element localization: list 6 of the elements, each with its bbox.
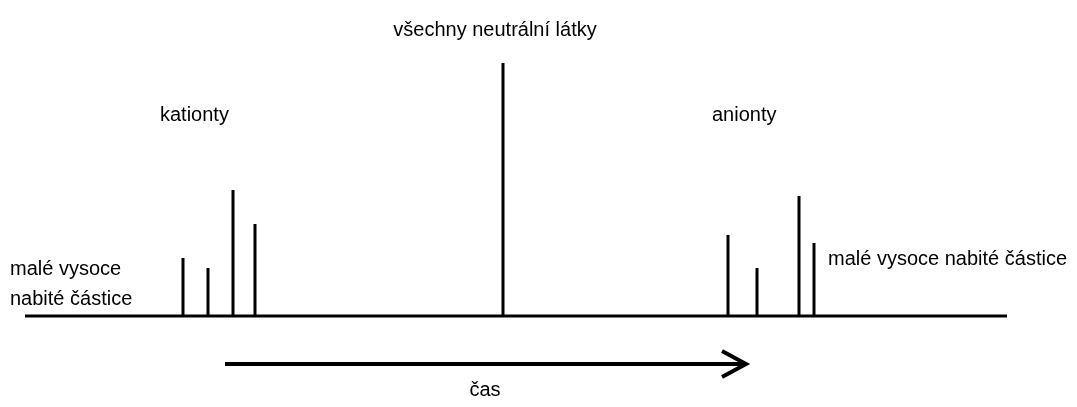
axis-label: čas [468, 377, 502, 402]
peak-label: malé vysoce nabité částice [828, 246, 1068, 271]
peak-label: všechny neutrální látky [392, 17, 598, 42]
peak-label: malé vysoce nabité částice [10, 256, 134, 311]
group-label: kationty [160, 102, 230, 127]
group-label: anionty [712, 102, 778, 127]
